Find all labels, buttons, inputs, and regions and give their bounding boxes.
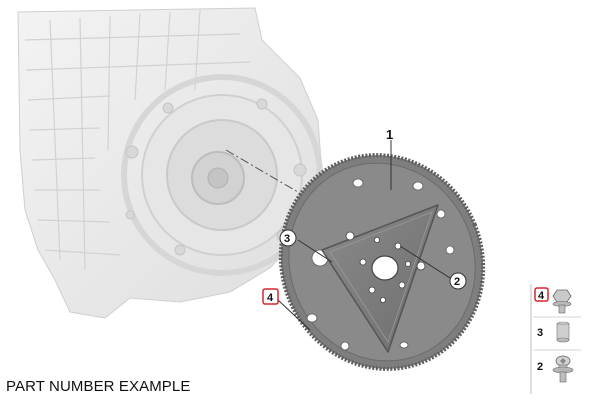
svg-text:3: 3 (284, 233, 290, 245)
svg-text:3: 3 (537, 327, 543, 339)
legend-row-4[interactable]: 4 (534, 287, 572, 314)
sleeve-icon (556, 321, 570, 343)
svg-text:4: 4 (267, 292, 274, 304)
callout-2: 2 (449, 272, 467, 290)
callout-4-highlighted: 4 (262, 288, 279, 305)
part-number-caption: PART NUMBER EXAMPLE (6, 378, 191, 395)
svg-text:2: 2 (537, 361, 543, 373)
callout-1: 1 (386, 127, 393, 142)
leader-lines (277, 140, 451, 331)
flywheel-drive-plate (278, 153, 486, 371)
legend-row-3[interactable]: 3 (537, 321, 570, 343)
torx-bolt-icon (552, 355, 574, 383)
legend-row-2[interactable]: 2 (537, 355, 574, 383)
engine-block (17, 7, 323, 319)
callout-3: 3 (279, 229, 297, 247)
parts-legend: 4 3 2 (530, 284, 581, 394)
svg-text:4: 4 (538, 290, 545, 302)
svg-text:2: 2 (454, 276, 460, 288)
flange-bolt-icon (552, 289, 572, 314)
